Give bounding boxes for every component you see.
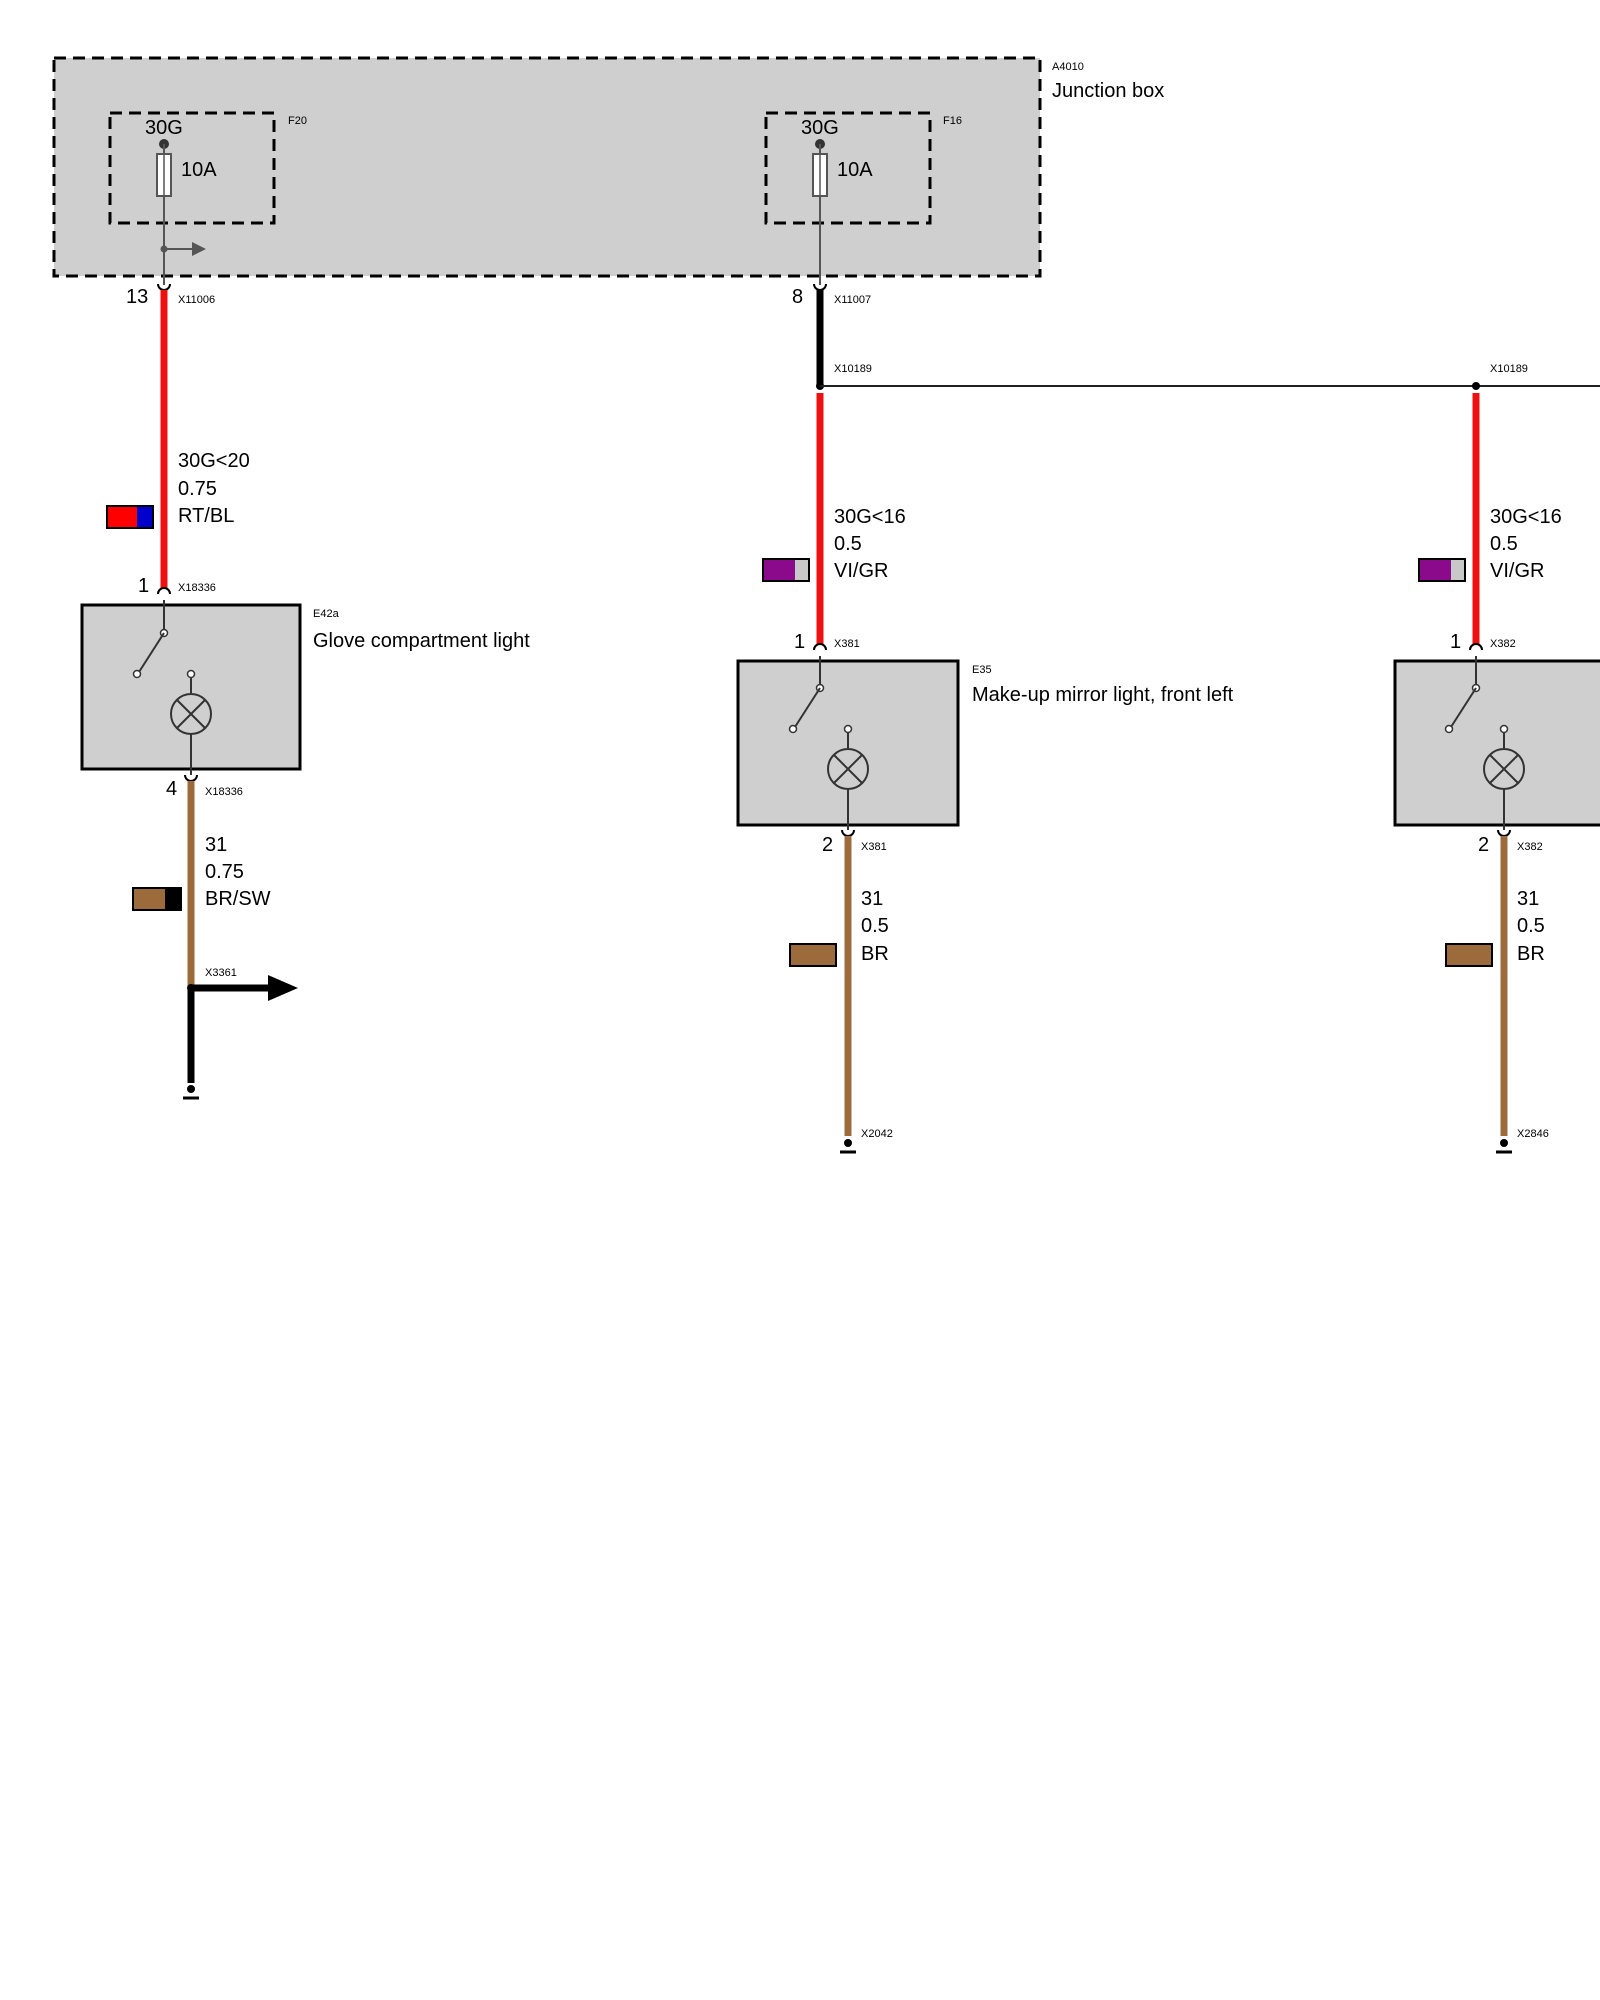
switch-icon [1450, 687, 1477, 728]
wire-color-swatch-icon [1445, 943, 1493, 967]
wire-gauge: 0.5 [834, 533, 862, 555]
junction-box-id: A4010 [1052, 61, 1084, 73]
connector-label: X381 [861, 841, 887, 853]
pin-number: 4 [166, 778, 177, 800]
arrow-right-icon [192, 242, 206, 256]
wire-label-3: 30G<16 0.5 VI/GR [762, 506, 906, 582]
wire-signal: 30G<20 [178, 450, 250, 472]
wire-color-code: BR [861, 943, 889, 965]
connector-label: X382 [1490, 638, 1516, 650]
splice-label: X10189 [834, 363, 872, 375]
component-e42a: E42a Glove compartment light [80, 600, 530, 775]
splice-label: X10189 [1490, 363, 1528, 375]
pin-number: 2 [1478, 834, 1489, 856]
wire-gauge: 0.5 [861, 915, 889, 937]
ground-label: X3361 [205, 967, 237, 979]
wire-color-swatch-icon [789, 943, 837, 967]
fuse-f20: F20 30G 10A 13 X11006 [108, 111, 307, 308]
wire-color-swatch-icon [762, 558, 810, 582]
wire-signal: 31 [861, 888, 883, 910]
pin-number: 1 [138, 575, 149, 597]
fuse-id: F20 [288, 115, 307, 127]
fuse-terminal: 30G [801, 117, 839, 139]
wire-gauge: 0.75 [205, 861, 244, 883]
wire-color-swatch-icon [1418, 558, 1466, 582]
wire-label-6: 31 0.5 BR [1445, 888, 1545, 967]
wire-signal: 31 [1517, 888, 1539, 910]
wire-gauge: 0.5 [1490, 533, 1518, 555]
wire-color-swatch-icon [132, 887, 182, 911]
fuse-id: F16 [943, 115, 962, 127]
ground-label: X2042 [861, 1128, 893, 1140]
connector-label: X382 [1517, 841, 1543, 853]
component-id: E35 [972, 664, 992, 676]
switch-icon [138, 632, 165, 673]
wire-color-code: VI/GR [1490, 560, 1544, 582]
wire-signal: 31 [205, 834, 227, 856]
connector-label: X11006 [178, 294, 215, 306]
ground-label: X2846 [1517, 1128, 1549, 1140]
wire-label-5: 30G<16 0.5 VI/GR [1418, 506, 1562, 582]
wire-signal: 30G<16 [834, 506, 906, 528]
ground-icon [840, 1139, 856, 1154]
component-name: Glove compartment light [313, 630, 530, 652]
pin-number: 1 [1450, 631, 1461, 653]
connector-label: X18336 [205, 786, 243, 798]
junction-box-name: Junction box [1052, 80, 1164, 102]
pin-number: 1 [794, 631, 805, 653]
wire-gauge: 0.5 [1517, 915, 1545, 937]
wire-color-swatch-icon [106, 505, 154, 529]
connector-label: X381 [834, 638, 860, 650]
junction-box: A4010 Junction box [52, 56, 1164, 278]
ground-icon [1496, 1139, 1512, 1154]
component-id: E42a [313, 608, 340, 620]
wire-color-code: RT/BL [178, 505, 234, 527]
switch-icon [794, 687, 821, 728]
component-name: Make-up mirror light, front left [972, 684, 1234, 706]
wire-gauge: 0.75 [178, 478, 217, 500]
wire-label-1: 30G<20 0.75 RT/BL [106, 450, 250, 529]
splice-point [1472, 382, 1480, 390]
wire-color-code: BR [1517, 943, 1545, 965]
wire-color-code: BR/SW [205, 888, 271, 910]
pin-number: 2 [822, 834, 833, 856]
fuse-rating: 10A [181, 159, 217, 181]
wire-color-code: VI/GR [834, 560, 888, 582]
fuse-f16: F16 30G 10A 8 X11007 [764, 111, 962, 308]
wire-label-4: 31 0.5 BR [789, 888, 889, 967]
wire-signal: 30G<16 [1490, 506, 1562, 528]
component-e35: E35 Make-up mirror light, front left [736, 656, 1234, 830]
fuse-terminal: 30G [145, 117, 183, 139]
arrow-right-icon [268, 975, 298, 1001]
connector-label: X11007 [834, 294, 871, 306]
connector-label: X18336 [178, 582, 216, 594]
pin-number: 13 [126, 286, 148, 308]
fuse-rating: 10A [837, 159, 873, 181]
component-right-light [1393, 656, 1600, 830]
pin-number: 8 [792, 286, 803, 308]
wire-label-2: 31 0.75 BR/SW [132, 834, 271, 911]
ground-icon [183, 1085, 199, 1100]
